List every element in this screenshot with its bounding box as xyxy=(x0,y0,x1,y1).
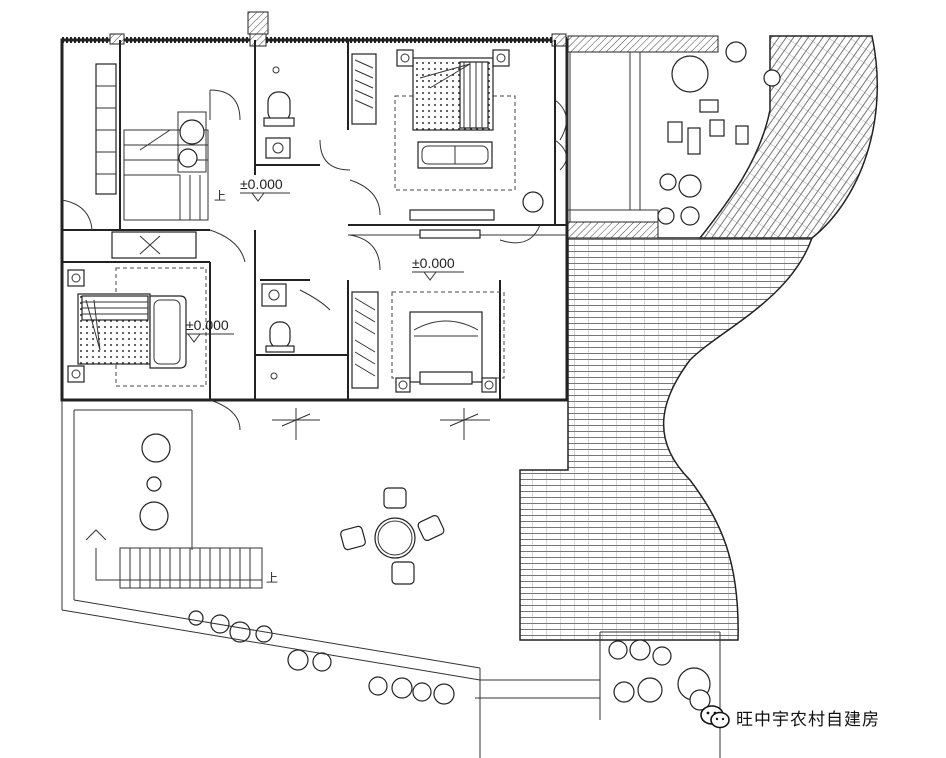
level-label-south-bedroom: ±0.000 xyxy=(412,255,455,271)
watermark-text: 旺中宇农村自建房 xyxy=(736,709,880,730)
deck-area-northeast xyxy=(698,35,879,239)
round-table-set xyxy=(340,487,445,585)
wardrobe-south xyxy=(351,291,379,389)
level-marker-south-bedroom: ±0.000 xyxy=(412,255,464,281)
deck-area-east xyxy=(519,237,814,641)
bedroom-south xyxy=(391,291,505,393)
level-label-west-bedroom: ±0.000 xyxy=(186,317,229,333)
level-marker-stair-hall: ±0.000 xyxy=(240,176,290,202)
bathroom-north xyxy=(263,66,295,159)
terrace-lounge-chairs xyxy=(139,433,171,531)
bedroom-north xyxy=(394,49,544,239)
level-marker-west-bedroom: ±0.000 xyxy=(186,317,234,343)
balcony-east xyxy=(567,51,749,239)
west-shelving xyxy=(95,63,117,195)
level-label-stair-hall: ±0.000 xyxy=(240,176,283,192)
interior-walls xyxy=(62,40,567,400)
terrace-staircase xyxy=(85,529,263,589)
wardrobe-north xyxy=(351,53,377,125)
door-swings xyxy=(61,89,567,431)
wechat-icon xyxy=(700,705,730,729)
bathroom-central xyxy=(261,283,295,380)
plant-icon xyxy=(177,111,207,173)
terrace-stair-up-label: 上 xyxy=(266,571,278,585)
bedroom-west xyxy=(67,231,207,387)
tree-symbols xyxy=(272,408,490,440)
main-stair-up-label: 上 xyxy=(214,189,226,203)
terrace-south xyxy=(61,400,721,758)
watermark: 旺中宇农村自建房 xyxy=(700,702,880,732)
